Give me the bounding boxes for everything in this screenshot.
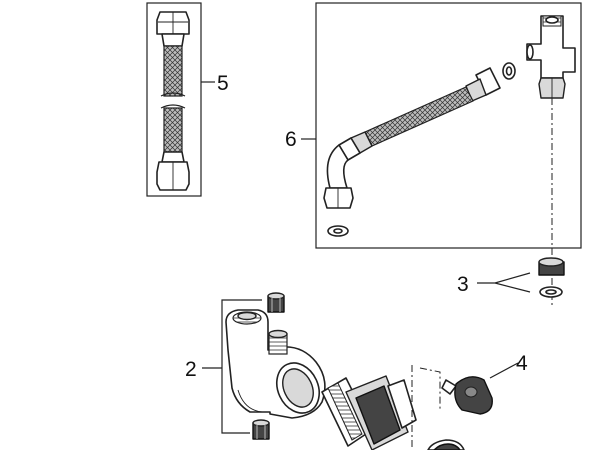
callout-6-label: 6 bbox=[285, 128, 297, 151]
callout-3-leader bbox=[477, 272, 531, 293]
hose-braid-section bbox=[364, 86, 474, 147]
callout-2-label: 2 bbox=[185, 358, 197, 381]
part-2-valve-body bbox=[202, 292, 326, 440]
part-5-flex-hose bbox=[146, 2, 215, 197]
part-3-nut-washer bbox=[477, 257, 565, 298]
hose-braid-upper bbox=[163, 45, 183, 97]
callout-3-label: 3 bbox=[457, 273, 469, 296]
callout-4-leader bbox=[489, 362, 519, 379]
spindle-extension bbox=[427, 439, 465, 450]
thermostatic-cartridge bbox=[321, 365, 417, 450]
callout-2-leader bbox=[202, 299, 262, 434]
part-6-hose-assembly bbox=[301, 2, 582, 305]
hose-bottom-nut-6 bbox=[323, 187, 354, 209]
callout-4-label: 4 bbox=[516, 352, 528, 375]
callout-5-label: 5 bbox=[217, 72, 229, 95]
part-5-frame bbox=[146, 2, 202, 197]
part-4-key bbox=[419, 362, 519, 415]
hose-braid-lower bbox=[163, 107, 183, 153]
part-6-frame bbox=[315, 2, 582, 249]
